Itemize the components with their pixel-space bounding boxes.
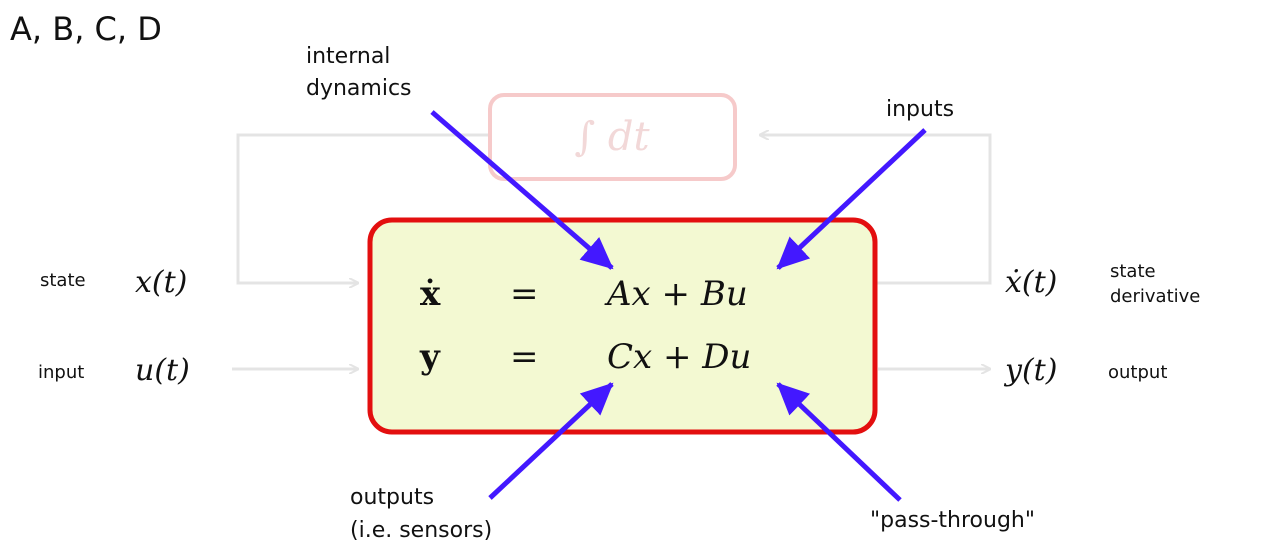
outputs-label-2: (i.e. sensors) — [350, 518, 492, 543]
output-equation-rhs: Cx + Du — [607, 337, 751, 377]
state-equation: ẋ = Ax + Bu — [420, 274, 748, 314]
integrator-block — [488, 93, 737, 181]
output-equation-equals: = — [510, 337, 539, 377]
pass-through-label: "pass-through" — [870, 508, 1035, 533]
state-derivative-label-1: state — [1110, 261, 1156, 282]
internal-dynamics-label-1: internal — [306, 44, 390, 69]
internal-dynamics-arrow — [430, 110, 614, 270]
state-derivative-label-2: derivative — [1110, 286, 1200, 307]
outputs-arrow — [488, 382, 614, 500]
integrator-label: ∫ dt — [574, 114, 650, 160]
input-symbol: u(t) — [135, 353, 190, 388]
state-derivative-symbol: ẋ(t) — [1005, 265, 1057, 300]
feedback-line-left — [236, 133, 490, 283]
output-equation: y = Cx + Du — [419, 337, 751, 377]
output-equation-lhs: y — [419, 337, 441, 377]
state-label: state — [40, 270, 86, 291]
pass-through-arrow — [776, 382, 902, 502]
output-label: output — [1108, 362, 1167, 383]
output-symbol: y(t) — [1003, 353, 1057, 388]
state-equation-rhs: Ax + Bu — [604, 274, 748, 314]
state-symbol: x(t) — [135, 265, 187, 300]
internal-dynamics-label-2: dynamics — [306, 76, 412, 101]
input-label: input — [38, 362, 84, 383]
state-equation-lhs: ẋ — [420, 274, 441, 314]
inputs-label: inputs — [886, 97, 954, 122]
diagram-title: A, B, C, D — [10, 10, 162, 48]
system-box — [367, 217, 878, 435]
state-equation-equals: = — [510, 274, 539, 314]
feedback-line-right — [760, 135, 992, 285]
feedback-loop: ∫ dt — [236, 93, 992, 285]
outputs-label-1: outputs — [350, 485, 434, 510]
inputs-arrow — [776, 128, 927, 270]
